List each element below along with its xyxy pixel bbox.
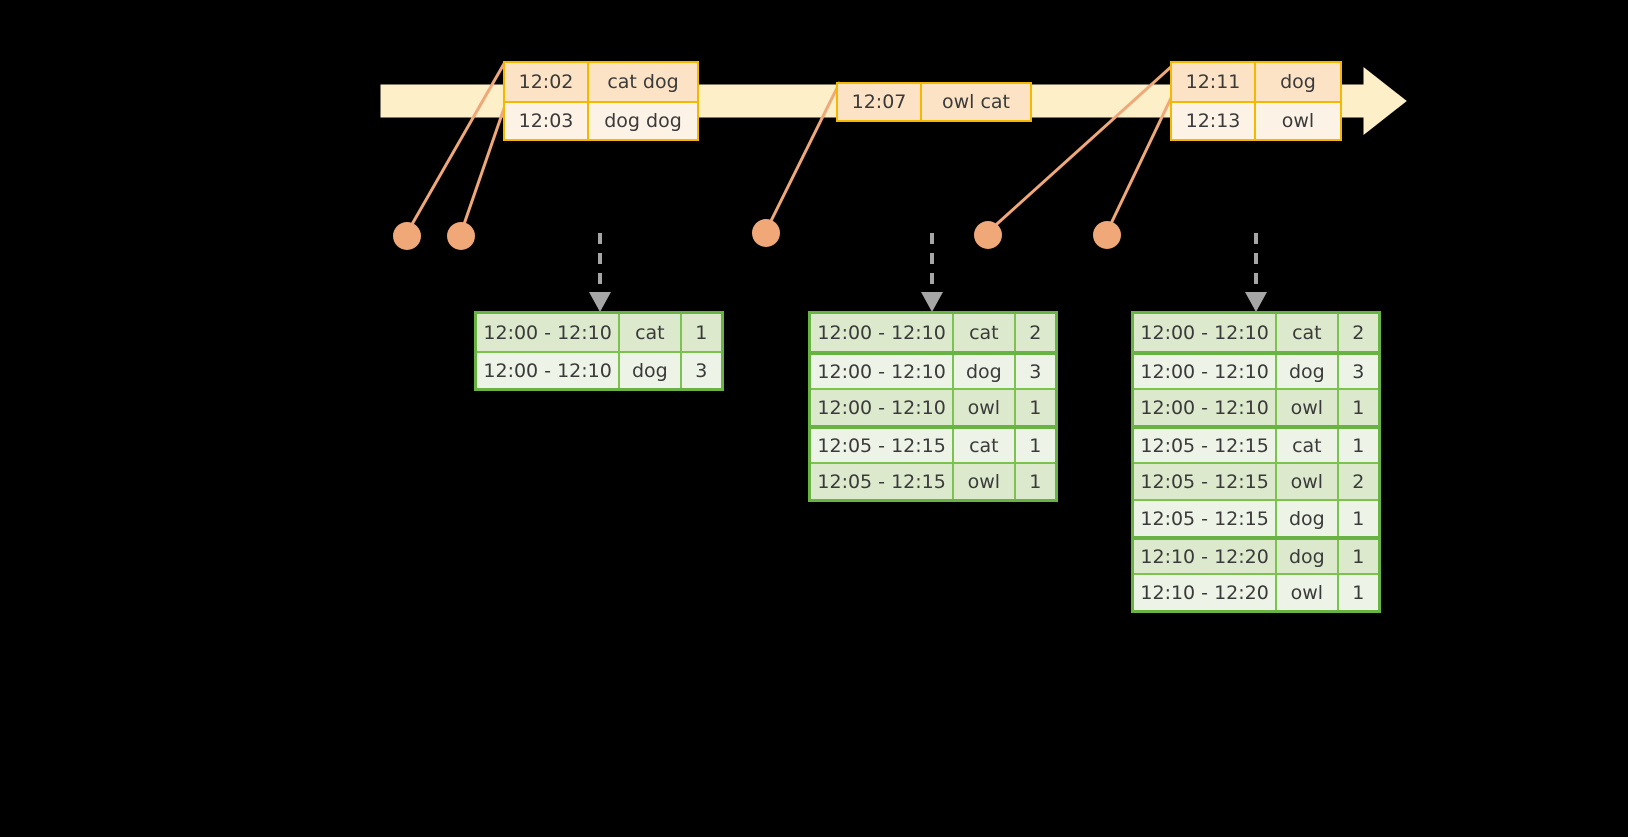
table-row: 12:00 - 12:10 dog 3 [477,351,721,388]
window-cell: 12:05 - 12:15 [1134,429,1278,462]
result-table-2: 12:00 - 12:10 cat 2 12:00 - 12:10 dog 3 … [808,311,1058,502]
table-row: 12:00 - 12:10 cat 2 [811,314,1055,351]
count-cell: 2 [1338,314,1378,351]
window-cell: 12:05 - 12:15 [811,429,955,462]
result-table-1: 12:00 - 12:10 cat 1 12:00 - 12:10 dog 3 [474,311,724,391]
key-cell: cat [954,314,1016,351]
event-row[interactable]: 12:03 dog dog [505,101,697,139]
count-cell: 3 [1338,355,1378,388]
table-row: 12:00 - 12:10 dog 3 [1134,351,1378,388]
event-marker-2 [447,222,475,250]
event-words: cat dog [589,63,697,101]
key-cell: cat [1277,314,1339,351]
event-row[interactable]: 12:11 dog [1172,63,1340,101]
key-cell: cat [954,429,1016,462]
event-row[interactable]: 12:13 owl [1172,101,1340,139]
event-group-2[interactable]: 12:07 owl cat [836,82,1032,122]
key-cell: owl [1277,464,1339,499]
key-cell: owl [954,464,1016,499]
emit-arrows [589,233,1267,312]
event-marker-5 [1093,221,1121,249]
count-cell: 3 [681,353,721,388]
count-cell: 1 [1338,390,1378,425]
event-timestamp: 12:03 [505,103,589,139]
count-cell: 2 [1338,464,1378,499]
table-row: 12:10 - 12:20 owl 1 [1134,573,1378,610]
window-cell: 12:05 - 12:15 [1134,501,1278,536]
event-group-3[interactable]: 12:11 dog 12:13 owl [1170,61,1342,141]
count-cell: 3 [1015,355,1055,388]
key-cell: dog [954,355,1016,388]
count-cell: 1 [1015,390,1055,425]
emit-arrow-3 [1245,233,1267,312]
event-row[interactable]: 12:02 cat dog [505,63,697,101]
event-words: dog [1256,63,1340,101]
event-row[interactable]: 12:07 owl cat [838,84,1030,120]
count-cell: 1 [1015,464,1055,499]
key-cell: dog [620,353,682,388]
table-row: 12:05 - 12:15 owl 2 [1134,462,1378,499]
event-words: dog dog [589,103,697,139]
key-cell: dog [1277,355,1339,388]
event-marker-4 [974,221,1002,249]
window-cell: 12:00 - 12:10 [477,314,621,351]
count-cell: 1 [1338,540,1378,573]
window-cell: 12:10 - 12:20 [1134,575,1278,610]
table-row: 12:10 - 12:20 dog 1 [1134,536,1378,573]
event-timestamp: 12:13 [1172,103,1256,139]
window-cell: 12:00 - 12:10 [1134,355,1278,388]
key-cell: dog [1277,501,1339,536]
window-cell: 12:05 - 12:15 [811,464,955,499]
table-row: 12:00 - 12:10 cat 2 [1134,314,1378,351]
count-cell: 1 [1015,429,1055,462]
count-cell: 1 [1338,429,1378,462]
window-cell: 12:10 - 12:20 [1134,540,1278,573]
table-row: 12:05 - 12:15 cat 1 [811,425,1055,462]
result-table-3: 12:00 - 12:10 cat 2 12:00 - 12:10 dog 3 … [1131,311,1381,613]
window-cell: 12:00 - 12:10 [811,390,955,425]
window-cell: 12:00 - 12:10 [1134,314,1278,351]
count-cell: 2 [1015,314,1055,351]
event-marker-dots [393,219,1121,250]
table-row: 12:05 - 12:15 dog 1 [1134,499,1378,536]
count-cell: 1 [1338,575,1378,610]
event-group-1[interactable]: 12:02 cat dog 12:03 dog dog [503,61,699,141]
key-cell: owl [1277,390,1339,425]
key-cell: cat [1277,429,1339,462]
event-words: owl cat [922,84,1030,120]
table-row: 12:00 - 12:10 owl 1 [811,388,1055,425]
event-timestamp: 12:07 [838,84,922,120]
event-marker-1 [393,222,421,250]
emit-arrow-1 [589,233,611,312]
key-cell: dog [1277,540,1339,573]
table-row: 12:05 - 12:15 owl 1 [811,462,1055,499]
event-marker-3 [752,219,780,247]
count-cell: 1 [1338,501,1378,536]
emit-arrow-2 [921,233,943,312]
key-cell: cat [620,314,682,351]
count-cell: 1 [681,314,721,351]
window-cell: 12:00 - 12:10 [811,314,955,351]
event-timestamp: 12:02 [505,63,589,101]
table-row: 12:05 - 12:15 cat 1 [1134,425,1378,462]
key-cell: owl [954,390,1016,425]
key-cell: owl [1277,575,1339,610]
window-cell: 12:00 - 12:10 [477,353,621,388]
event-timestamp: 12:11 [1172,63,1256,101]
window-cell: 12:05 - 12:15 [1134,464,1278,499]
table-row: 12:00 - 12:10 owl 1 [1134,388,1378,425]
window-cell: 12:00 - 12:10 [1134,390,1278,425]
table-row: 12:00 - 12:10 cat 1 [477,314,721,351]
table-row: 12:00 - 12:10 dog 3 [811,351,1055,388]
window-cell: 12:00 - 12:10 [811,355,955,388]
event-words: owl [1256,103,1340,139]
